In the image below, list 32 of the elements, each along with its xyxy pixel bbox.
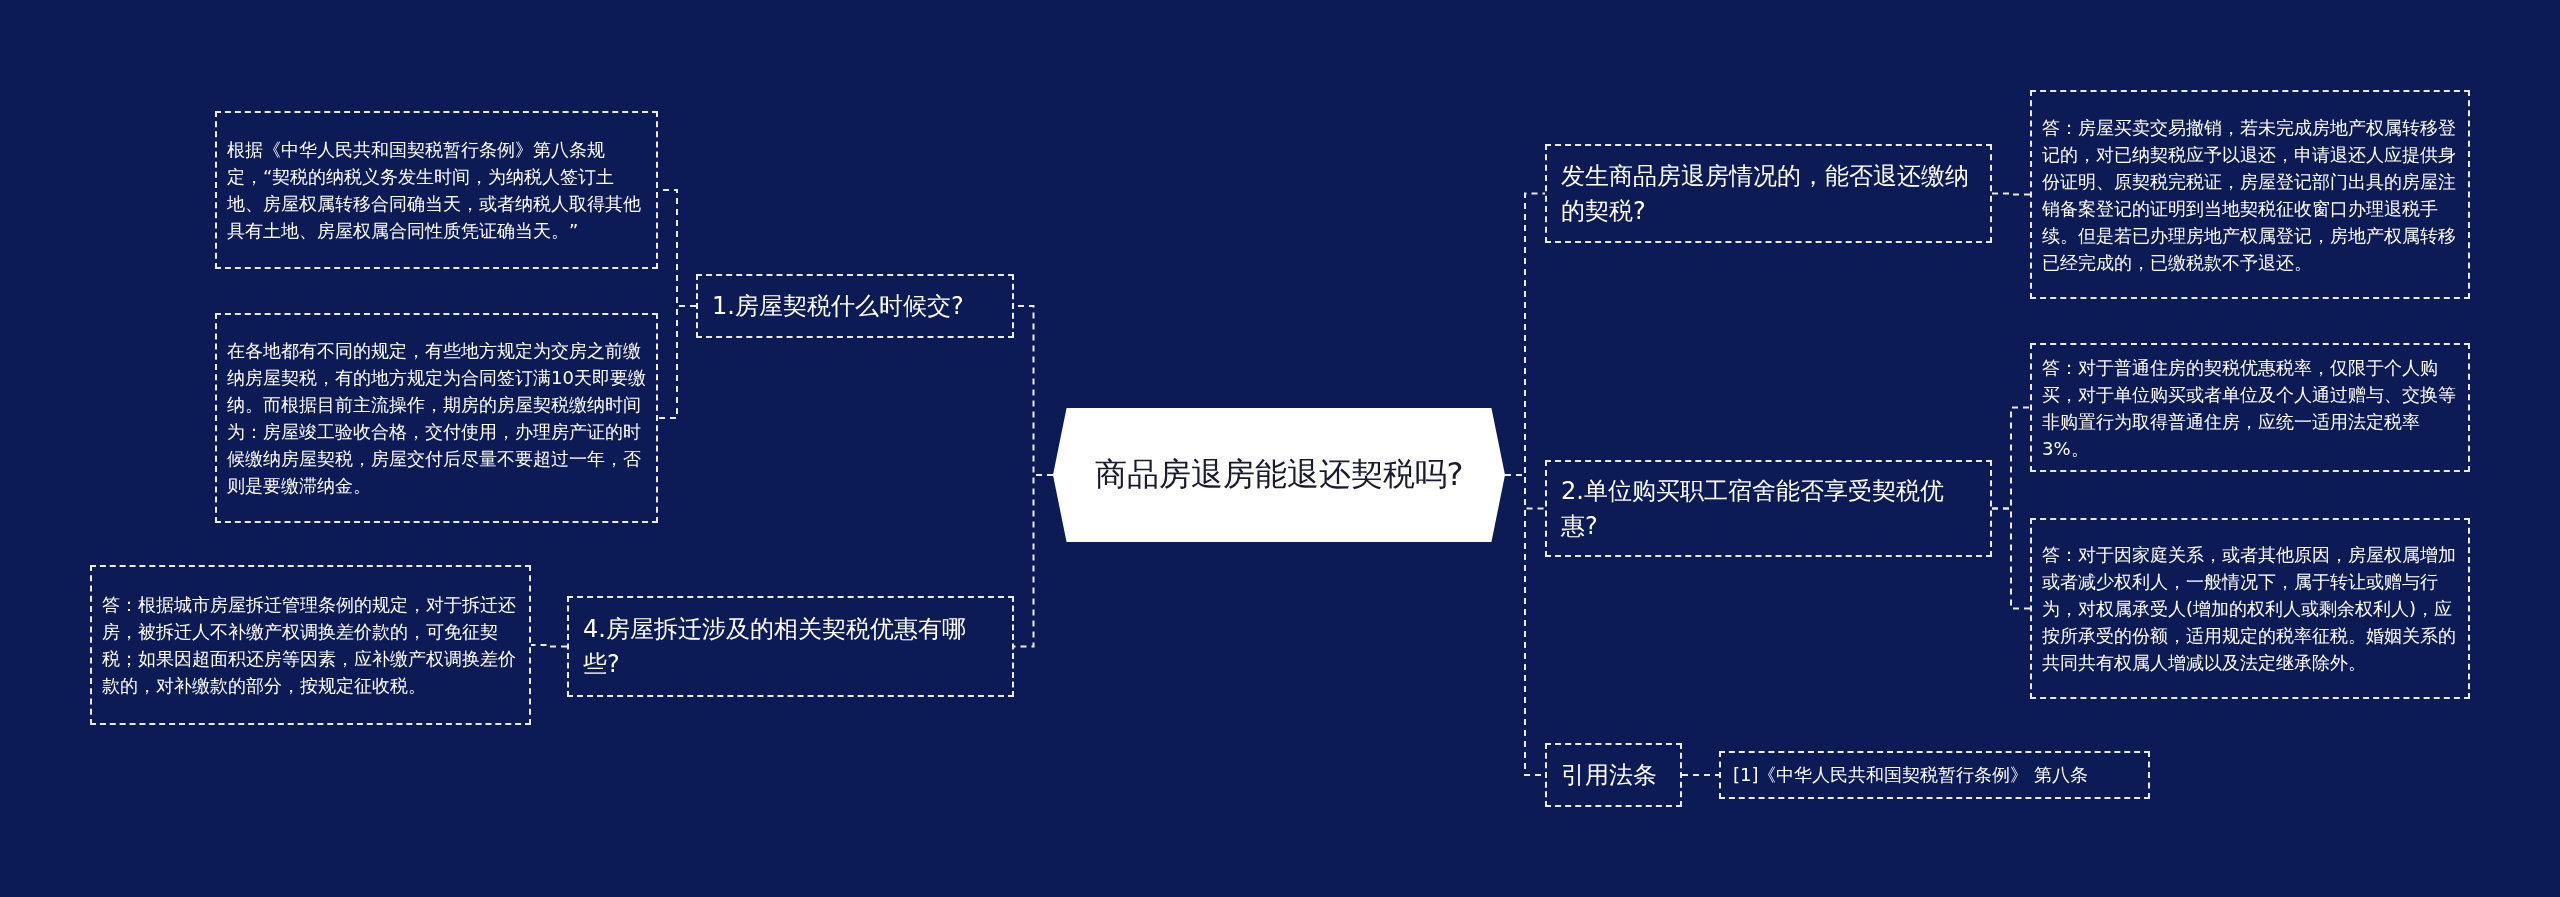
central-topic-text: 商品房退房能退还契税吗? — [1094, 454, 1464, 495]
note-box — [215, 313, 658, 523]
topic-box — [1545, 460, 1992, 557]
note-box — [2030, 90, 2470, 299]
note-box — [215, 111, 658, 269]
note-text: 答：根据城市房屋拆迁管理条例的规定，对于拆迁还房，被拆迁人不补缴产权调换差价款的，可免征契税；如果因超面积还房等因素，应补缴产权调换差价款的，对补缴款的部分，按规定征收税。 — [102, 593, 517, 698]
note-box — [2030, 518, 2470, 699]
topic-text: 4.房屋拆迁涉及的相关契税优惠有哪些? — [583, 613, 967, 680]
topic-text: 发生商品房退房情况的，能否退还缴纳的契税? — [1561, 160, 1970, 227]
connector-line — [1013, 474, 1054, 648]
note-text: 在各地都有不同的规定，有些地方规定为交房之前缴纳房屋契税，有的地方规定为合同签订满10天即要缴纳。而根据目前主流操作，期房的房屋契税缴纳时间为：房屋竣工验收合格，交付使用，办理房产证的时候缴纳房屋契税，房屋交付后尽量不要超过一年，否则是要缴滞纳金。 — [227, 339, 646, 498]
note-text: 根据《中华人民共和国契税暂行条例》第八条规定，“契税的纳税义务发生时间，为纳税人签订土地、房屋权属转移合同确当天，或者纳税人取得其他具有土地、房屋权属合同性质凭证确当天。” — [227, 138, 642, 243]
topic-box — [1545, 743, 1682, 807]
connector-line — [1991, 192, 2031, 196]
note-box — [2030, 343, 2470, 472]
central-topic-box — [1053, 408, 1505, 542]
note-text: 答：对于普通住房的契税优惠税率，仅限于个人购买，对于单位购买或者单位及个人通过赠与、交换等非购置行为取得普通住房，应统一适用法定税率3%。 — [2042, 355, 2457, 461]
topic-text: 1.房屋契税什么时候交? — [712, 290, 964, 322]
topic-box — [567, 596, 1014, 697]
topic-box — [1545, 144, 1992, 243]
connector-line — [1991, 507, 2031, 610]
topic-text: 2.单位购买职工宿舍能否享受契税优惠? — [1561, 475, 1945, 542]
note-text: [1]《中华人民共和国契税暂行条例》 第八条 — [1733, 763, 2089, 787]
connector-line — [530, 644, 568, 648]
connector-line — [1681, 774, 1720, 776]
note-text: 答：对于因家庭关系，或者其他原因，房屋权属增加或者减少权利人，一般情况下，属于转让或赠与行为，对权属承受人(增加的权利人或剩余权利人)，应按所承受的份额，适用规定的税率征税。婚姻关系的共同共有权属人增减以及法定继承除外。 — [2042, 543, 2457, 675]
topic-box — [696, 274, 1014, 338]
note-text: 答：房屋买卖交易撤销，若未完成房地产权属转移登记的，对已纳契税应予以退还，申请退还人应提供身份证明、原契税完税证，房屋登记部门出具的房屋注销备案登记的证明到当地契税征收窗口办理退税手续。但是若已办理房地产权属登记，房地产权属转移已经完成的，已缴税款不予退还。 — [2042, 115, 2457, 275]
connector-line — [657, 305, 697, 419]
note-box — [90, 565, 531, 725]
reference-box — [1719, 751, 2150, 799]
topic-text: 引用法条 — [1561, 759, 1657, 791]
